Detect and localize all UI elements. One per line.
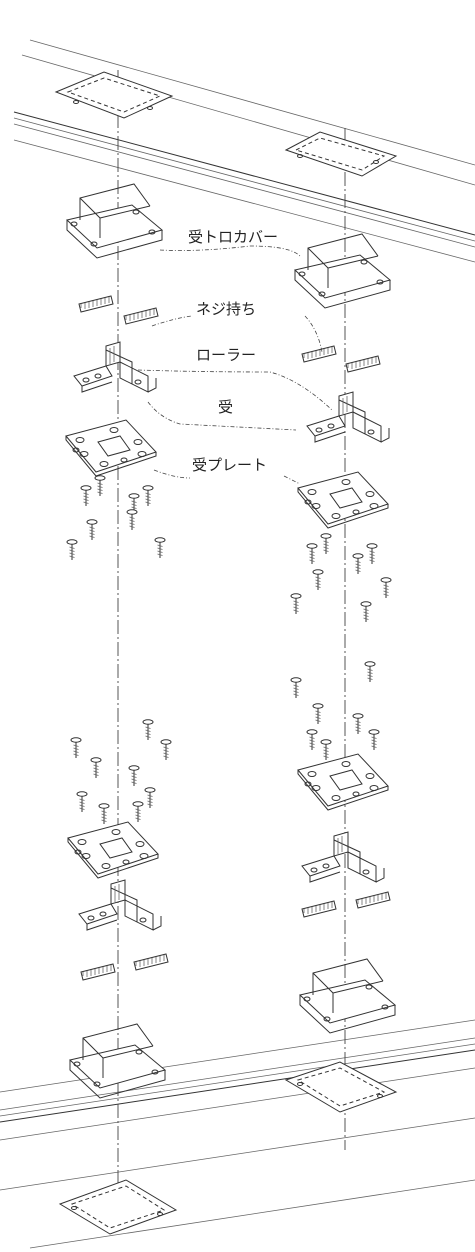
roller-receiver-bottom-right <box>301 831 385 883</box>
screw <box>366 543 378 565</box>
tray-cover-top-left <box>66 183 163 259</box>
screw <box>306 543 318 565</box>
mounting-plate-top-left <box>54 71 174 119</box>
label-tray-cover: 受トロカバー <box>188 228 278 246</box>
receiver-plate-top-right <box>297 471 389 529</box>
screw <box>80 485 92 507</box>
screw <box>126 509 138 531</box>
screw <box>142 485 154 507</box>
screw <box>320 533 332 555</box>
part-labels: 受トロカバー ネジ持ち ローラー 受 受プレート <box>188 228 278 474</box>
label-roller: ローラー <box>196 346 256 364</box>
screw-holder-7 <box>80 963 116 981</box>
screw <box>368 729 380 751</box>
screw <box>352 713 364 735</box>
screw <box>142 719 154 741</box>
screw-holder-1 <box>78 295 114 313</box>
screw-holder-8 <box>133 953 169 971</box>
screw-holder-3 <box>301 345 337 363</box>
label-receiver-plate: 受プレート <box>192 456 267 474</box>
roller-receiver-bottom-left <box>78 879 162 931</box>
screw <box>70 737 82 759</box>
screw <box>312 569 324 591</box>
label-receiver: 受 <box>218 398 233 416</box>
label-screw-holder: ネジ持ち <box>196 300 256 318</box>
screw <box>144 787 156 809</box>
roller-receiver-top-left <box>73 341 157 393</box>
screw <box>352 553 364 575</box>
screw <box>320 739 332 761</box>
mounting-plate-bottom-right <box>284 1061 398 1113</box>
tray-cover-top-right <box>294 233 391 309</box>
screw <box>66 539 78 561</box>
screw <box>86 519 98 541</box>
screw <box>76 791 88 813</box>
mounting-plate-bottom-left <box>58 1179 178 1235</box>
screw <box>364 661 376 683</box>
leader-lines <box>137 245 333 485</box>
floor-structure <box>0 1019 475 1249</box>
screw <box>128 765 140 787</box>
receiver-plate-bottom-left <box>67 821 159 879</box>
screw <box>290 593 302 615</box>
screw <box>98 803 110 825</box>
screw <box>290 677 302 699</box>
screw <box>312 703 324 725</box>
center-axis-lines <box>117 70 346 1215</box>
screw <box>306 729 318 751</box>
screw <box>154 537 166 559</box>
screw-holder-5 <box>301 900 337 918</box>
screw-holder-4 <box>345 355 381 373</box>
tray-cover-bottom-right <box>299 958 396 1034</box>
screw <box>90 757 102 779</box>
screw <box>160 739 172 761</box>
screw <box>380 577 392 599</box>
screw-holder-6 <box>355 891 391 909</box>
roller-receiver-top-right <box>306 391 390 443</box>
mounting-plate-top-right <box>284 131 398 177</box>
receiver-plate-bottom-right <box>297 753 389 811</box>
screw <box>94 475 106 497</box>
receiver-plate-top-left <box>65 419 157 477</box>
screw <box>132 801 144 823</box>
screw-holder-2 <box>123 307 159 325</box>
screw <box>360 601 372 623</box>
